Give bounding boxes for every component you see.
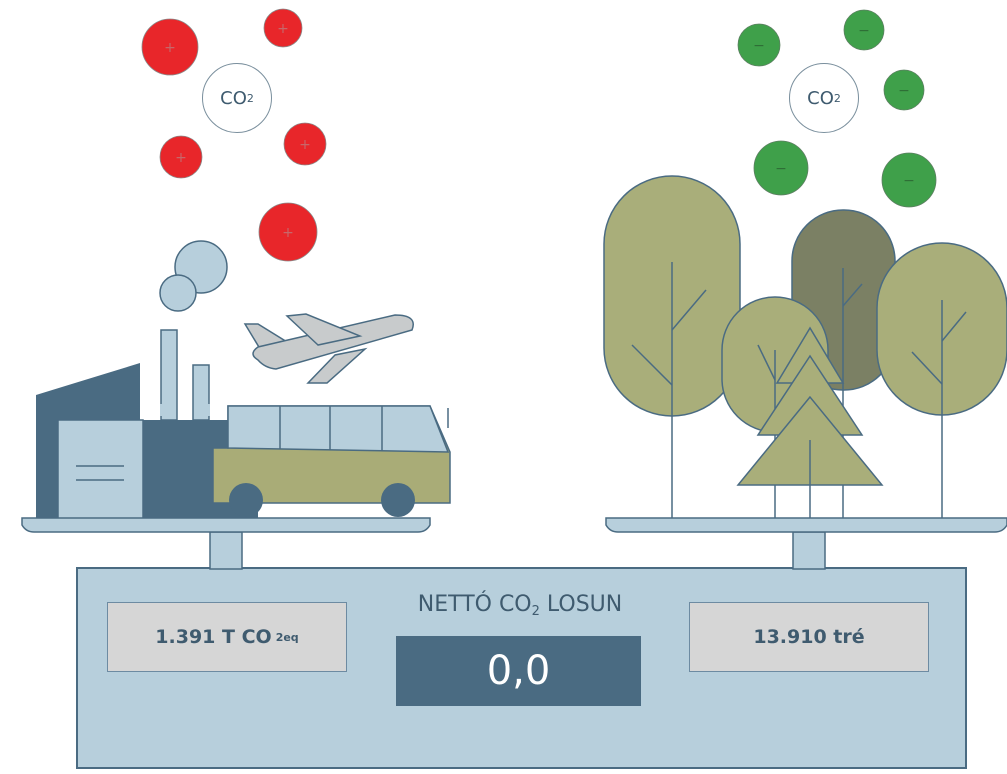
trees-value: 13.910 tré (753, 626, 865, 648)
smoke-puff (159, 274, 197, 312)
plus-sign: + (299, 137, 311, 153)
net-title-suffix: LOSUN (539, 592, 623, 617)
negative-particle (753, 140, 809, 196)
co2-bubble-left-subscript: 2 (246, 91, 254, 105)
minus-sign: − (775, 161, 787, 177)
plus-sign: + (277, 21, 289, 37)
negative-particle (737, 23, 781, 67)
plus-sign: + (175, 150, 187, 166)
right-scale-post (792, 531, 826, 570)
plus-sign: + (282, 225, 294, 241)
positive-particle (258, 202, 318, 262)
right-scale-pan (605, 517, 1007, 533)
net-co2-value-display: 0,0 (396, 636, 641, 706)
emissions-unit-subscript: 2eq (275, 630, 299, 644)
bus (212, 405, 451, 517)
negative-particles (737, 9, 937, 208)
minus-sign: − (898, 83, 910, 99)
co2-bubble-left-text: CO (220, 87, 247, 109)
positive-particles (141, 8, 327, 262)
positive-particle (263, 8, 303, 48)
co2-bubble-right-text: CO (807, 87, 834, 109)
negative-particle (843, 9, 885, 51)
net-title-prefix: NETTÓ CO (417, 592, 532, 617)
positive-particle (283, 122, 327, 166)
negative-particle (881, 152, 937, 208)
negative-signs: − − − − − (753, 23, 915, 189)
trees (603, 175, 1007, 518)
positive-particle (141, 18, 199, 76)
minus-sign: − (753, 38, 765, 54)
positive-signs: + + + + + (164, 21, 311, 241)
negative-particle (883, 69, 925, 111)
net-title-subscript: 2 (531, 604, 540, 619)
positive-particle (159, 135, 203, 179)
minus-sign: − (903, 173, 915, 189)
airplane (243, 313, 414, 384)
net-co2-value: 0,0 (486, 648, 551, 694)
left-scale-post (209, 531, 243, 570)
trees-display: 13.910 tré (689, 602, 929, 672)
minus-sign: − (858, 23, 870, 39)
net-co2-title: NETTÓ CO2 LOSUN (380, 592, 660, 619)
co2-bubble-right-subscript: 2 (833, 91, 841, 105)
left-scale-pan (21, 517, 431, 533)
factory (36, 363, 258, 520)
emissions-value: 1.391 T CO (155, 626, 272, 648)
plus-sign: + (164, 40, 176, 56)
